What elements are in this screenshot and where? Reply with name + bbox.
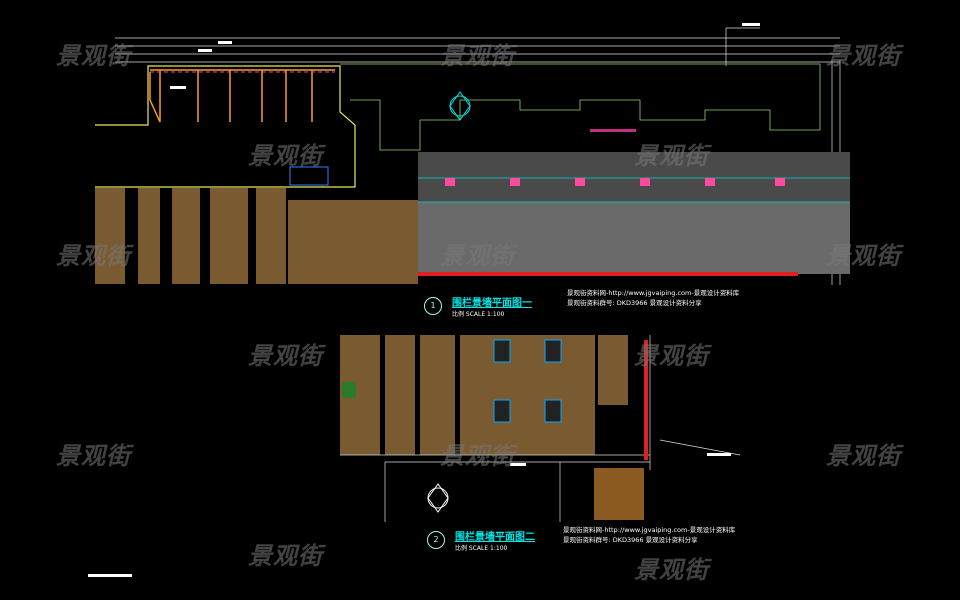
watermark: 景观街 bbox=[248, 142, 323, 170]
plan-note-1b: 景观街资料群号: DKD3966 景观设计资料分享 bbox=[567, 299, 702, 307]
fence-grid bbox=[418, 152, 850, 274]
bench-symbols bbox=[445, 178, 785, 186]
steps bbox=[594, 468, 644, 520]
dimension-labels bbox=[88, 23, 760, 577]
plan-scale-2: 比例 SCALE 1:100 bbox=[455, 545, 508, 552]
watermark: 景观街 bbox=[634, 556, 709, 584]
watermark: 景观街 bbox=[826, 42, 901, 70]
plan-note-2a: 景观街资料网-http://www.jgvaiping.com-景观设计资料库 bbox=[563, 526, 736, 534]
plan-number-2: 2 bbox=[427, 531, 445, 549]
watermark: 景观街 bbox=[634, 342, 709, 370]
watermark: 景观街 bbox=[56, 442, 131, 470]
plan-number-1: 1 bbox=[424, 297, 442, 315]
watermark: 景观街 bbox=[440, 242, 515, 270]
watermark: 景观街 bbox=[634, 142, 709, 170]
watermark: 景观街 bbox=[440, 442, 515, 470]
plan-title-1: 围栏景墙平面图一 bbox=[452, 298, 532, 309]
plan-note-1a: 景观街资料网-http://www.jgvaiping.com-景观设计资料库 bbox=[567, 289, 740, 297]
watermark: 景观街 bbox=[248, 542, 323, 570]
watermark: 景观街 bbox=[440, 42, 515, 70]
watermark: 景观街 bbox=[826, 242, 901, 270]
wood-deck-2 bbox=[340, 335, 628, 455]
scale-bar bbox=[88, 574, 132, 577]
watermark: 景观街 bbox=[826, 442, 901, 470]
watermark: 景观街 bbox=[56, 242, 131, 270]
dimension-lines bbox=[115, 27, 841, 285]
green-boundary bbox=[340, 63, 821, 151]
parking-stalls bbox=[149, 69, 335, 123]
watermark: 景观街 bbox=[56, 42, 131, 70]
plan-title-2: 围栏景墙平面图二 bbox=[455, 532, 535, 543]
wood-deck bbox=[95, 188, 418, 284]
watermark: 景观街 bbox=[248, 342, 323, 370]
plan-note-2b: 景观街资料群号: DKD3966 景观设计资料分享 bbox=[563, 536, 698, 544]
parking-area bbox=[95, 65, 356, 188]
plan-scale-1: 比例 SCALE 1:100 bbox=[452, 311, 505, 318]
